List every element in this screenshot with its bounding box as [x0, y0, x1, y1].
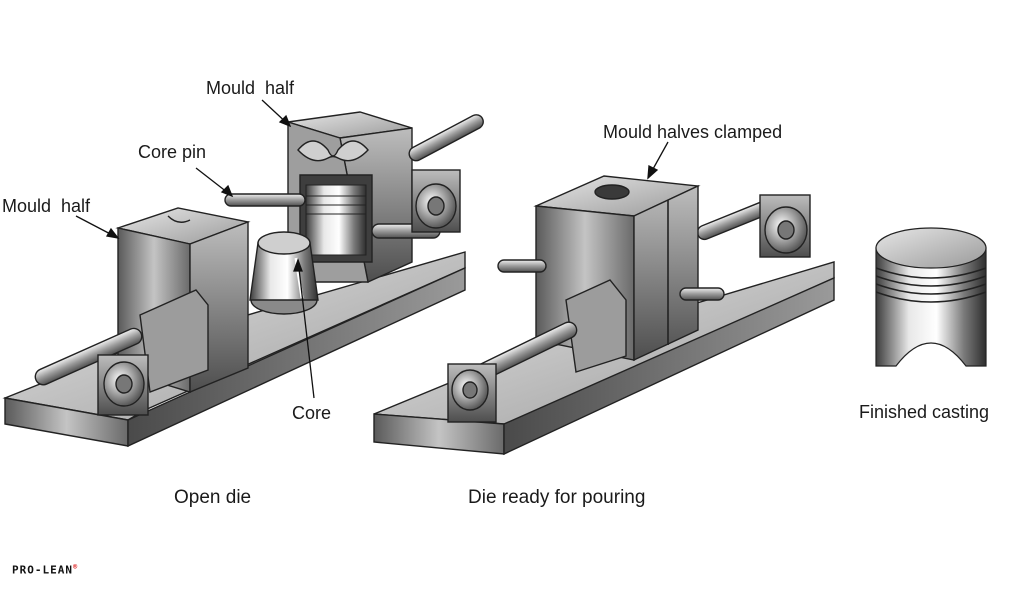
brand-logo: PRO-LEAN®: [12, 563, 78, 577]
label-finished-casting: Finished casting: [859, 402, 990, 422]
caption-open-die: Open die: [174, 487, 252, 508]
clamped-base-side: [503, 276, 835, 456]
piston-body: [875, 247, 987, 367]
caption-die-ready: Die ready for pouring: [468, 487, 646, 508]
clamped-pin-left: [497, 259, 547, 273]
leader-core: [297, 259, 315, 399]
clamped-die-assembly: [373, 175, 835, 456]
label-core: Core: [292, 403, 332, 423]
clamped-pin-right: [679, 287, 725, 301]
label-mould-halves-clamped: Mould halves clamped: [603, 122, 783, 142]
open-die-assembly: [2, 111, 484, 448]
pouring-hole: [594, 184, 630, 200]
label-mould-half-top: Mould half: [206, 78, 295, 98]
clamped-block-side: [633, 184, 699, 362]
brand-registered-mark: ®: [72, 563, 79, 571]
brand-name: PRO-LEAN: [12, 563, 73, 577]
front-mould-half-notch: [167, 215, 191, 223]
rear-rod: [408, 114, 484, 162]
label-mould-half-left: Mould half: [2, 196, 91, 216]
core-pin-left: [224, 193, 306, 207]
clamped-leaders: [647, 141, 669, 180]
core-top: [257, 231, 311, 255]
sprue-channel: [297, 140, 369, 162]
clamped-slide: [565, 279, 627, 373]
label-core-pin: Core pin: [138, 142, 207, 162]
piston-crown: [875, 227, 987, 269]
open-die-base-side: [127, 266, 466, 448]
finished-casting-piston: [875, 227, 987, 367]
front-rod: [34, 327, 143, 386]
open-die-leaders: [75, 99, 315, 399]
cavity-piston-shape: [305, 184, 367, 256]
